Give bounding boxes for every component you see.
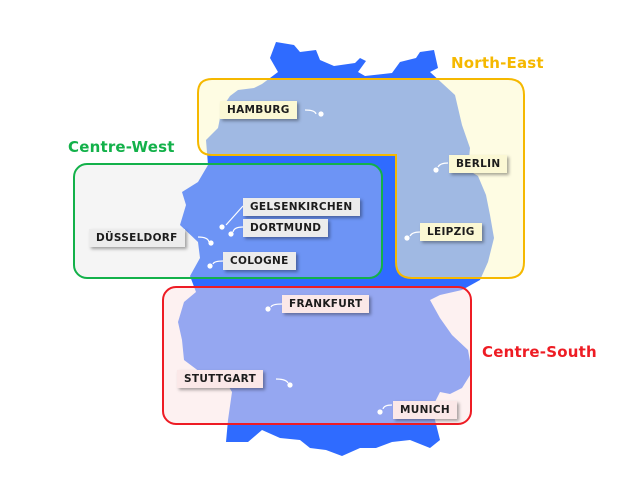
region-centre-south-area[interactable] xyxy=(162,286,472,425)
city-label-hamburg[interactable]: HAMBURG xyxy=(220,101,297,119)
region-label-north-east: North-East xyxy=(451,54,544,72)
city-label-dusseldorf[interactable]: DÜSSELDORF xyxy=(89,229,185,247)
city-label-leipzig[interactable]: LEIPZIG xyxy=(420,223,482,241)
city-label-dortmund[interactable]: DORTMUND xyxy=(243,219,329,237)
city-label-munich[interactable]: MUNICH xyxy=(393,401,457,419)
region-centre-west-area[interactable] xyxy=(73,163,383,279)
city-markers xyxy=(197,109,449,415)
region-label-centre-west: Centre-West xyxy=(68,138,175,156)
region-label-centre-south: Centre-South xyxy=(482,343,597,361)
city-label-gelsenkirchen[interactable]: GELSENKIRCHEN xyxy=(243,198,360,216)
city-label-berlin[interactable]: BERLIN xyxy=(449,155,508,173)
city-label-stuttgart[interactable]: STUTTGART xyxy=(177,370,264,388)
city-label-cologne[interactable]: COLOGNE xyxy=(223,252,296,270)
city-label-frankfurt[interactable]: FRANKFURT xyxy=(282,295,370,313)
